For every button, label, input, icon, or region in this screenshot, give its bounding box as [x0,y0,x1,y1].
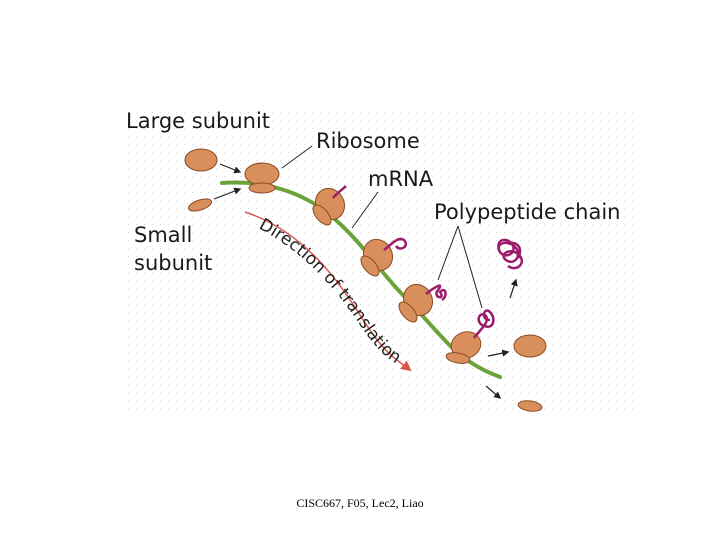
mrna-strand [220,180,502,379]
label-polypeptide-chain: Polypeptide chain [434,200,620,224]
ribosome-1 [244,162,280,194]
ribosome-4 [398,283,447,323]
assembly-arrow-large [219,163,242,174]
released-polypeptide [497,238,524,270]
leader-ribosome [281,145,313,169]
free-small-subunit [187,198,213,212]
slide-footer: CISC667, F05, Lec2, Liao [296,496,424,510]
ribosome-5 [445,309,495,364]
release-arrow [509,278,518,299]
ribosome-3 [360,237,408,277]
label-mrna: mRNA [368,167,434,191]
label-large-subunit: Large subunit [126,109,270,133]
direction-arrow [244,211,412,372]
released-large-subunit [513,334,547,358]
assembly-arrow-small [213,187,242,200]
release-arrow-large [487,349,510,357]
label-small-subunit-line2: subunit [134,251,212,275]
release-arrow-small [485,385,502,399]
leader-polypeptide-2 [457,225,483,309]
ribosome-2 [312,185,347,226]
released-small-subunit [517,400,543,412]
label-small-subunit-line1: Small [134,223,192,247]
leader-mrna [351,191,379,229]
free-large-subunit [184,148,218,172]
leader-polypeptide-1 [437,225,459,281]
label-ribosome: Ribosome [316,129,420,153]
